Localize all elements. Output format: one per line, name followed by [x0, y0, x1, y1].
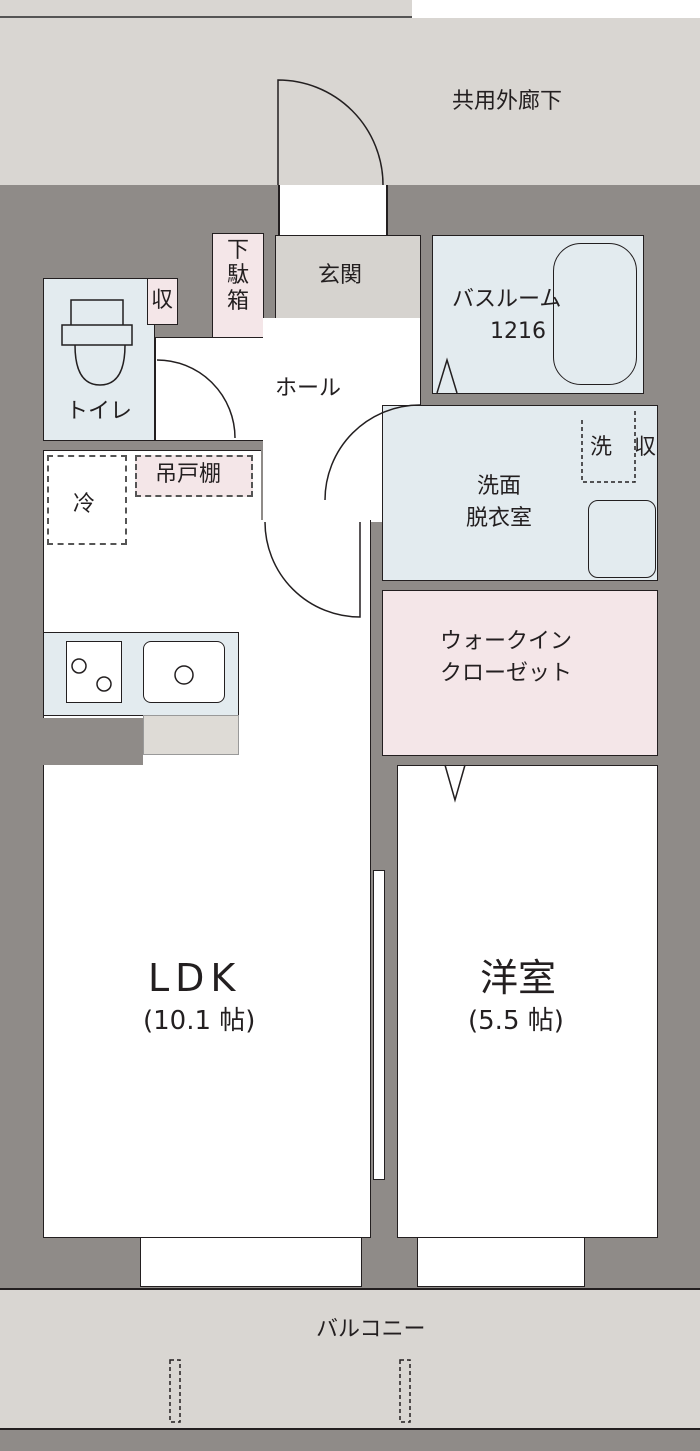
western-room: [397, 765, 658, 1238]
bathroom-size: 1216: [490, 319, 546, 344]
sink-icon: [143, 641, 225, 703]
western-size: (5.5 帖): [468, 1006, 564, 1036]
corridor-label: 共用外廊下: [452, 89, 563, 114]
balcony: [0, 1288, 700, 1430]
western-window[interactable]: [417, 1237, 585, 1287]
western-label: 洋室: [480, 956, 557, 1000]
entrance-door-swing: [277, 79, 384, 186]
bath-door: [436, 357, 458, 394]
shoe-box-label: 下駄箱: [226, 238, 249, 314]
balcony-wall: [0, 1430, 700, 1451]
drain-2: [399, 1359, 411, 1423]
hanging-cabinet: [135, 455, 253, 497]
wash-storage-label: 収: [634, 435, 657, 460]
ldk-window[interactable]: [140, 1237, 362, 1287]
shoe-box: [212, 233, 264, 338]
common-corridor: [0, 18, 700, 188]
toilet-label: トイレ: [66, 399, 133, 424]
entrance-door-opening[interactable]: [278, 185, 388, 237]
bathroom-label: バスルーム: [452, 287, 562, 312]
washer-space: [581, 410, 636, 483]
ldk-size: (10.1 帖): [143, 1006, 256, 1036]
closet-label-2: クローゼット: [440, 661, 573, 686]
entrance-label: 玄関: [318, 263, 363, 288]
toilet-door-swing: [156, 359, 236, 439]
hall-label: ホール: [275, 376, 342, 401]
lower-counter: [143, 715, 239, 755]
closet-label-1: ウォークイン: [440, 629, 573, 654]
toilet-storage: [147, 278, 178, 325]
ldk-label: LDK: [148, 956, 242, 1000]
fridge-space: [47, 455, 127, 545]
balcony-label: バルコニー: [316, 1317, 426, 1342]
ldk: [43, 764, 371, 1238]
entrance: [275, 235, 421, 319]
washroom-door-swing: [324, 404, 421, 501]
washer-label: 洗: [590, 435, 613, 460]
sliding-door[interactable]: [373, 870, 385, 1180]
fridge-label: 冷: [73, 492, 96, 517]
washroom-label-1: 洗面: [477, 474, 522, 499]
bathtub-icon: [553, 243, 637, 385]
washbasin-icon: [588, 500, 656, 578]
kitchen-right: [258, 520, 371, 766]
toilet-room: [43, 278, 155, 441]
toilet-storage-label: 収: [151, 288, 174, 313]
washroom-label-2: 脱衣室: [466, 506, 533, 531]
ldk-door-swing: [264, 521, 361, 618]
closet-door: [444, 764, 466, 803]
bathroom: [432, 235, 644, 394]
hanging-cabinet-label: 吊戸棚: [155, 462, 222, 487]
drain-1: [169, 1359, 181, 1423]
corridor-edge: [0, 0, 412, 18]
walk-in-closet: [382, 590, 658, 756]
kitchen-wall: [43, 718, 143, 765]
washroom: [382, 405, 658, 581]
